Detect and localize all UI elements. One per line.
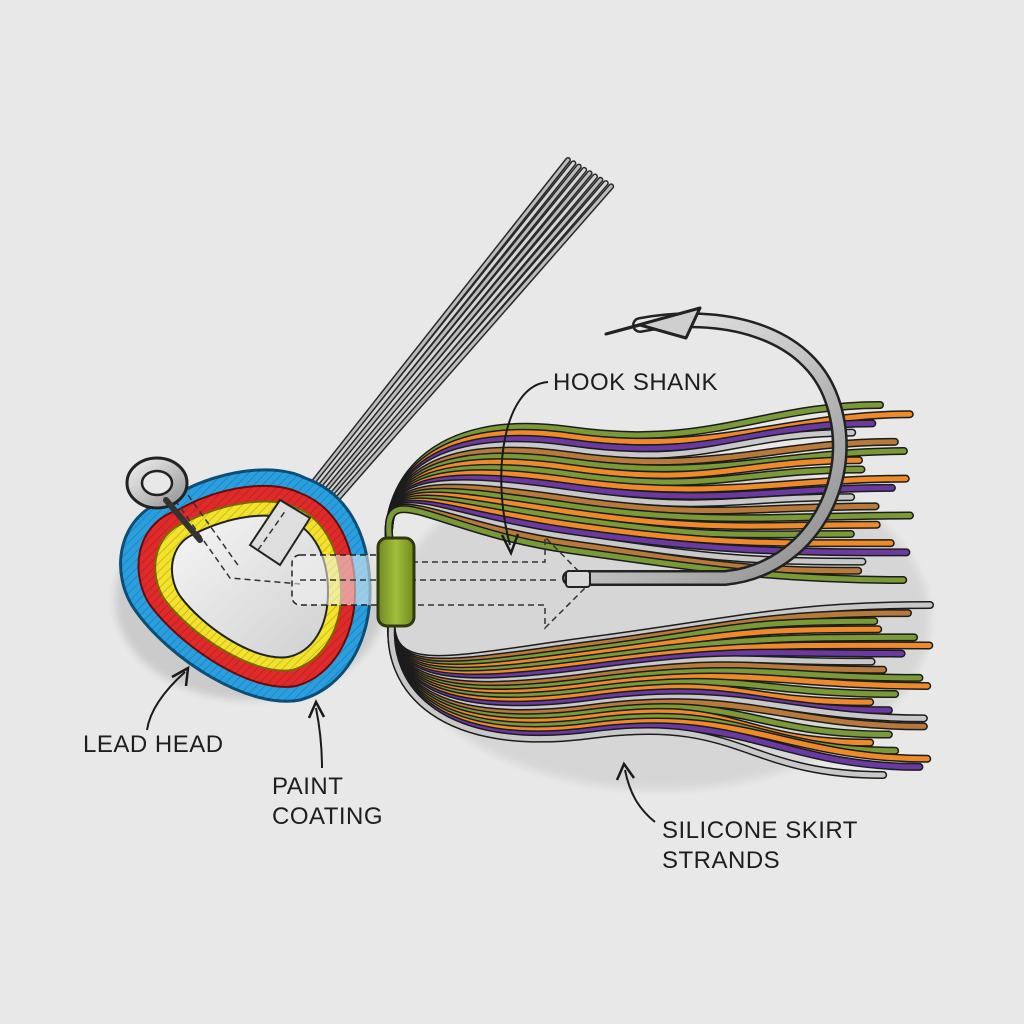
weed-guard-base [248,498,312,567]
callout-paint-coating: PAINT COATING [272,699,383,830]
callout-skirt-strands: SILICONE SKIRT STRANDS [615,761,865,874]
hook-icon [562,306,848,588]
arrow-icon [307,699,326,719]
label-lead-head: LEAD HEAD [83,731,224,758]
weed-guard-fibre [302,178,602,529]
line-tie-eye-icon [125,456,203,543]
label-skirt-strands: SILICONE SKIRT STRANDS [662,817,865,874]
callout-lead-head: LEAD HEAD [83,665,224,758]
weed-guard-fibre [284,168,586,536]
leader-skirt-strands [624,769,656,823]
arrow-icon [615,761,636,781]
internal-hook-eye-line [174,499,301,585]
internal-hook-eye-line-2 [187,494,241,569]
label-hook-shank: HOOK SHANK [553,369,718,396]
leader-lead-head [146,671,186,731]
arrow-icon [171,665,190,687]
weed-guard-fibre [314,184,613,525]
arrow-icon [500,533,520,557]
weed-guard-icon [265,157,615,543]
leader-paint-coating [315,707,323,769]
callout-hook-shank: HOOK SHANK [500,369,718,557]
lead-head [119,468,372,703]
label-paint-coating: PAINT COATING [272,773,383,830]
weed-guard-fibre [290,171,592,534]
weed-guard-fibre [266,158,570,542]
weed-guard-fibre [308,181,608,527]
skirt-strand [388,617,886,778]
skirt-collar [376,536,416,628]
label-skirt-strands-line2: STRANDS [662,847,780,874]
weed-guard-fibre [272,161,575,540]
label-skirt-strands-line1: SILICONE SKIRT [662,817,858,844]
skirt-strand [386,506,906,583]
weed-guard-fibre [278,165,581,538]
label-paint-coating-line1: PAINT [272,773,343,800]
weed-guard-fibre [296,175,597,531]
leader-hook-shank [500,381,549,546]
label-paint-coating-line2: COATING [272,803,383,830]
